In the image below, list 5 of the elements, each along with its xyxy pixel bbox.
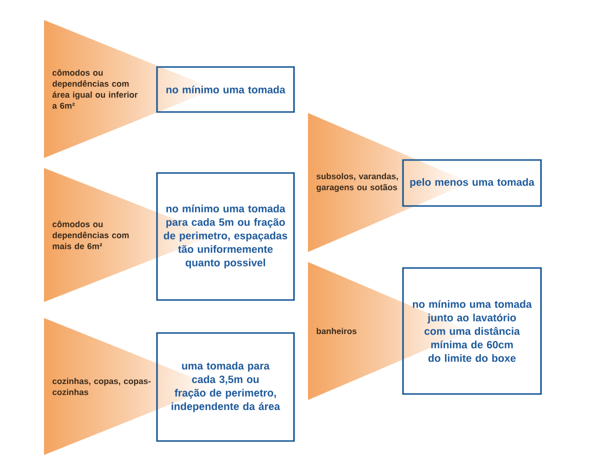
category-wedge: cômodos ou dependências com área igual ou inferior a 6m² [52,69,138,109]
category-wedge: cômodos ou dependências com mais de 6m² [52,220,129,250]
category-wedge: cozinhas, copas, copas-cozinhas [52,378,151,396]
category-wedge: banheiros [316,328,356,334]
category-wedge: subsolos, varandas, garagens ou sotãos [316,173,398,192]
